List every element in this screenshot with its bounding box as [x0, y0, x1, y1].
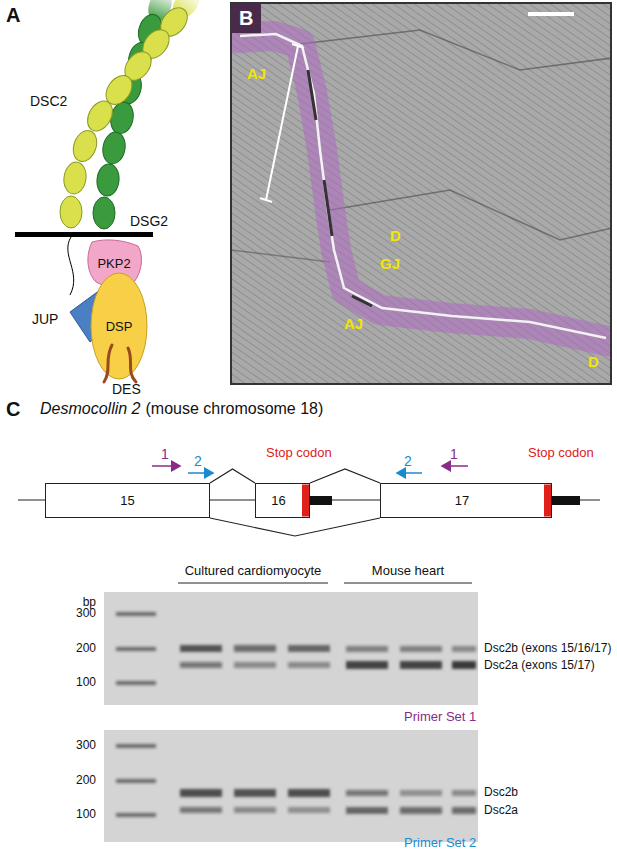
- band-label: Dsc2b (exons 15/16/17): [484, 642, 611, 655]
- stop-codon-mark: [302, 485, 309, 517]
- primer-arrow: [397, 472, 422, 474]
- exon-box: 15: [45, 483, 210, 518]
- gel-1: [104, 592, 478, 705]
- panel-letter: B: [239, 7, 253, 29]
- primer-arrow: [188, 472, 213, 474]
- protein-name: DES: [112, 382, 141, 397]
- exon-number: 15: [120, 493, 134, 508]
- structure-label: AJ: [344, 316, 363, 333]
- primer-arrow: [152, 465, 180, 467]
- dsp-outline: [90, 272, 148, 380]
- protein-name: DSG2: [130, 214, 168, 229]
- dsc2-chain: [60, 0, 205, 228]
- scale-bar: [528, 12, 574, 16]
- primer-number: 2: [194, 454, 202, 469]
- ladder-size: 200: [60, 774, 96, 787]
- protein-shape: PKP2: [84, 238, 144, 288]
- gene-title: Desmocollin 2: [40, 400, 140, 418]
- ladder-size: 300: [60, 607, 96, 620]
- band-label: Dsc2a (exons 15/17): [484, 659, 595, 672]
- primer-set-label: Primer Set 1: [404, 710, 476, 724]
- exon-number: 16: [271, 493, 285, 508]
- gel-2: [104, 730, 478, 842]
- lane-brackets: [178, 583, 472, 584]
- jup-shape: [70, 290, 120, 342]
- panel-frame: [231, 3, 611, 384]
- pkp2-fill: [88, 240, 142, 287]
- panel-letter: A: [6, 4, 20, 26]
- stop-codon-label: Stop codon: [528, 446, 594, 460]
- sample-group: Mouse heart: [344, 564, 472, 578]
- dsc2-tail: [68, 237, 74, 295]
- em-micrograph: [231, 3, 611, 384]
- panel-tab: [231, 3, 261, 33]
- primer-number: 1: [450, 447, 458, 462]
- protein-name: JUP: [32, 312, 58, 327]
- primer-number: 1: [161, 447, 169, 462]
- splice-line: [310, 469, 380, 483]
- stop-codon-label: Stop codon: [266, 446, 332, 460]
- primer-arrow: [442, 465, 468, 467]
- structure-label: GJ: [380, 256, 400, 273]
- des-filaments: [104, 345, 136, 382]
- dsg2-chain: [93, 0, 176, 229]
- protein-name: DSP: [106, 319, 133, 334]
- panel-letter: C: [6, 398, 20, 420]
- measure-bracket: [260, 44, 304, 202]
- exon-box: 16: [255, 483, 310, 518]
- primer-set-label: Primer Set 2: [404, 836, 476, 850]
- gene-title: (mouse chromosome 18): [145, 400, 323, 418]
- pkp2-outline: [84, 238, 144, 288]
- protein-shape: DSP: [90, 272, 148, 380]
- sample-group: Cultured cardiomyocyte: [178, 564, 328, 578]
- band-label: Dsc2a: [484, 804, 518, 817]
- membrane: [15, 232, 153, 237]
- dsp-fill: [91, 273, 147, 379]
- protein-name: PKP2: [97, 256, 130, 271]
- ladder-size: 200: [60, 642, 96, 655]
- band-label: Dsc2b: [484, 786, 518, 799]
- structure-label: D: [390, 228, 401, 245]
- ladder-size: 100: [60, 808, 96, 821]
- protein-name: DSC2: [30, 94, 67, 109]
- exon-box: 17: [380, 483, 552, 518]
- stop-codon-mark: [544, 485, 551, 517]
- splice-line: [210, 518, 380, 536]
- splice-line: [210, 469, 255, 483]
- chromosome-line: [18, 499, 600, 500]
- exon-number: 17: [455, 493, 469, 508]
- utr: [310, 496, 332, 505]
- primer-number: 2: [404, 454, 412, 469]
- structure-label: D: [588, 354, 599, 371]
- ladder-size: 300: [60, 739, 96, 752]
- structure-label: AJ: [247, 66, 266, 83]
- title-row: Desmocollin 2 (mouse chromosome 18): [40, 400, 323, 418]
- ladder-size: 100: [60, 676, 96, 689]
- utr: [552, 496, 580, 505]
